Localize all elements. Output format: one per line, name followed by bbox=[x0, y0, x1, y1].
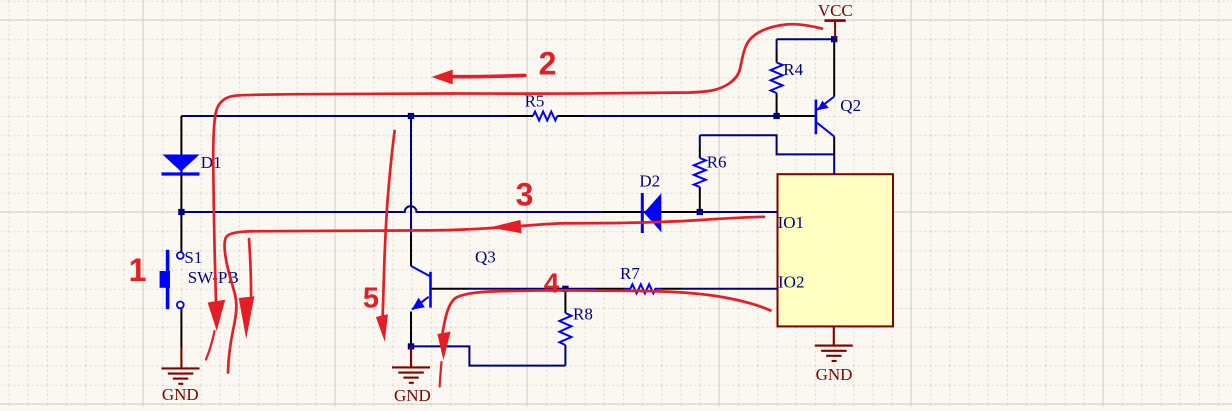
svg-text:Q3: Q3 bbox=[475, 247, 496, 266]
svg-text:IO1: IO1 bbox=[778, 213, 804, 232]
svg-text:IO2: IO2 bbox=[778, 273, 804, 292]
svg-text:GND: GND bbox=[816, 365, 853, 384]
svg-text:SW-PB: SW-PB bbox=[188, 268, 239, 287]
svg-text:S1: S1 bbox=[184, 248, 202, 267]
svg-text:R5: R5 bbox=[525, 91, 545, 110]
svg-text:R8: R8 bbox=[573, 304, 593, 323]
svg-text:5: 5 bbox=[363, 283, 379, 315]
svg-text:D2: D2 bbox=[639, 172, 660, 191]
svg-text:GND: GND bbox=[162, 385, 199, 404]
svg-text:R6: R6 bbox=[707, 152, 727, 171]
svg-text:R4: R4 bbox=[783, 60, 803, 79]
svg-text:1: 1 bbox=[129, 252, 147, 288]
svg-text:4: 4 bbox=[544, 268, 560, 299]
svg-text:D1: D1 bbox=[201, 153, 222, 172]
svg-text:Q2: Q2 bbox=[840, 96, 861, 115]
svg-text:VCC: VCC bbox=[818, 1, 853, 20]
svg-text:GND: GND bbox=[394, 386, 431, 405]
svg-text:2: 2 bbox=[539, 46, 557, 82]
svg-text:R7: R7 bbox=[620, 264, 640, 283]
svg-text:3: 3 bbox=[516, 177, 534, 213]
